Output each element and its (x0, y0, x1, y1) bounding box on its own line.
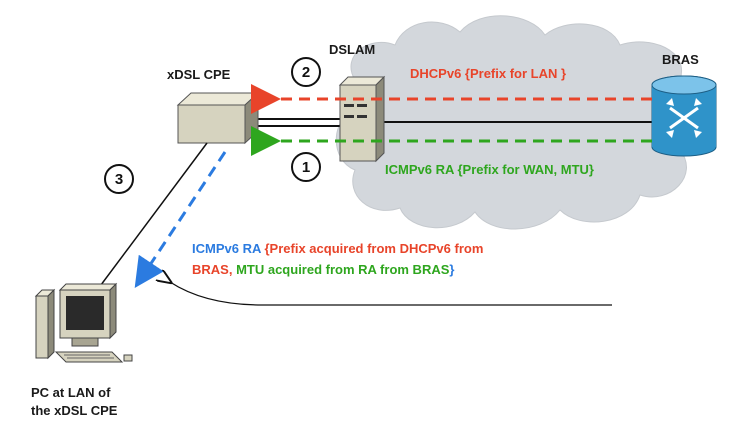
bras-label: BRAS (662, 52, 699, 67)
pc-label-line2: the xDSL CPE (31, 403, 118, 418)
step-2-badge: 2 (291, 57, 321, 87)
cpe-label: xDSL CPE (167, 67, 231, 82)
bras-router-icon (651, 75, 717, 157)
ra-annotation-line2: BRAS, MTU acquired from RA from BRAS} (192, 262, 454, 277)
ra-prefix-label: ICMPv6 RA (192, 241, 261, 256)
ra-lan-arrow (134, 151, 227, 288)
dslam-label: DSLAM (329, 42, 376, 57)
step-3-badge: 3 (104, 164, 134, 194)
ra-mtu-detail: MTU acquired from RA from BRAS (236, 262, 450, 277)
icmpv6-message: ICMPv6 RA {Prefix for WAN, MTU} (385, 162, 594, 177)
pc-label-line1: PC at LAN of (31, 385, 111, 400)
dhcpv6-message: DHCPv6 {Prefix for LAN } (410, 66, 567, 81)
dslam-device-icon (338, 75, 386, 163)
ra-prefix-detail: {Prefix acquired from DHCPv6 from (264, 241, 484, 256)
annotation-pointer (170, 282, 612, 306)
cpe-device-icon (176, 91, 260, 145)
pc-computer-icon (34, 282, 133, 363)
ra-annotation-line1: ICMPv6 RA {Prefix acquired from DHCPv6 f… (192, 241, 483, 256)
ra-close-brace: } (449, 262, 455, 277)
step-1-badge: 1 (291, 152, 321, 182)
ra-bras-label: BRAS, (192, 262, 233, 277)
